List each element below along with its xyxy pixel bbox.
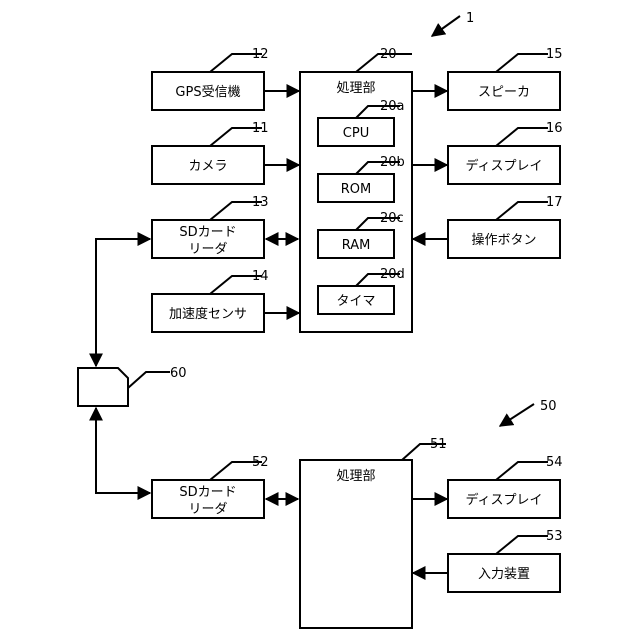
display-block: ディスプレイ xyxy=(448,146,560,184)
ref-50-arrow xyxy=(500,404,534,426)
sd-card-reader-block: SDカード リーダ xyxy=(152,220,264,258)
display-2-label: ディスプレイ xyxy=(465,492,542,508)
ref-11: 11 xyxy=(252,121,269,136)
ref-54-leader xyxy=(496,462,548,480)
processing-unit-label: 処理部 xyxy=(336,81,375,96)
input-device-label: 入力装置 xyxy=(478,567,530,582)
display-2-block: ディスプレイ xyxy=(448,480,560,518)
ram-label: RAM xyxy=(342,238,371,253)
camera-block: カメラ xyxy=(152,146,264,184)
gps-receiver-label: GPS受信機 xyxy=(175,85,240,100)
operation-buttons-label: 操作ボタン xyxy=(471,232,536,248)
ref-53: 53 xyxy=(546,529,563,544)
rom-label: ROM xyxy=(341,182,371,197)
ram-block: RAM xyxy=(318,230,394,258)
ref-20c: 20c xyxy=(380,211,404,226)
ref-20b: 20b xyxy=(380,155,405,170)
ref-51: 51 xyxy=(430,437,447,452)
camera-label: カメラ xyxy=(188,159,227,174)
ref-12: 12 xyxy=(252,47,269,62)
ref-14: 14 xyxy=(252,269,269,284)
sd-card-icon xyxy=(78,368,128,406)
sd-card-reader-2-label-1: SDカード xyxy=(179,485,236,500)
ref-20a: 20a xyxy=(380,99,405,114)
sd-card-reader-label-2: リーダ xyxy=(188,242,227,257)
ref-20d: 20d xyxy=(380,267,405,282)
operation-buttons-block: 操作ボタン xyxy=(448,220,560,258)
sd-card-lower-link xyxy=(96,408,150,493)
ref-1-arrow xyxy=(432,16,460,36)
accelerometer-label: 加速度センサ xyxy=(169,306,247,322)
cpu-label: CPU xyxy=(343,126,369,141)
processing-unit-2-label: 処理部 xyxy=(336,469,375,484)
sd-card-upper-link xyxy=(96,239,150,366)
timer-label: タイマ xyxy=(336,294,375,309)
ref-13: 13 xyxy=(252,195,269,210)
ref-50: 50 xyxy=(540,399,557,414)
ref-53-leader xyxy=(496,536,548,554)
gps-receiver-block: GPS受信機 xyxy=(152,72,264,110)
ref-1: 1 xyxy=(466,11,474,26)
processing-unit-2-block: 処理部 xyxy=(300,460,412,628)
accelerometer-block: 加速度センサ xyxy=(152,294,264,332)
ref-17: 17 xyxy=(546,195,563,210)
ref-15: 15 xyxy=(546,47,563,62)
ref-15-leader xyxy=(496,54,548,72)
ref-16: 16 xyxy=(546,121,563,136)
ref-60-leader xyxy=(128,372,170,388)
cpu-block: CPU xyxy=(318,118,394,146)
input-device-block: 入力装置 xyxy=(448,554,560,592)
speaker-label: スピーカ xyxy=(478,85,530,100)
ref-20: 20 xyxy=(380,47,397,62)
display-label: ディスプレイ xyxy=(465,158,542,174)
sd-card-reader-2-block: SDカード リーダ xyxy=(152,480,264,518)
ref-54: 54 xyxy=(546,455,563,470)
speaker-block: スピーカ xyxy=(448,72,560,110)
ref-17-leader xyxy=(496,202,548,220)
ref-52: 52 xyxy=(252,455,269,470)
rom-block: ROM xyxy=(318,174,394,202)
ref-60: 60 xyxy=(170,366,187,381)
timer-block: タイマ xyxy=(318,286,394,314)
ref-16-leader xyxy=(496,128,548,146)
sd-card-reader-2-label-2: リーダ xyxy=(188,502,227,517)
sd-card-reader-label-1: SDカード xyxy=(179,225,236,240)
